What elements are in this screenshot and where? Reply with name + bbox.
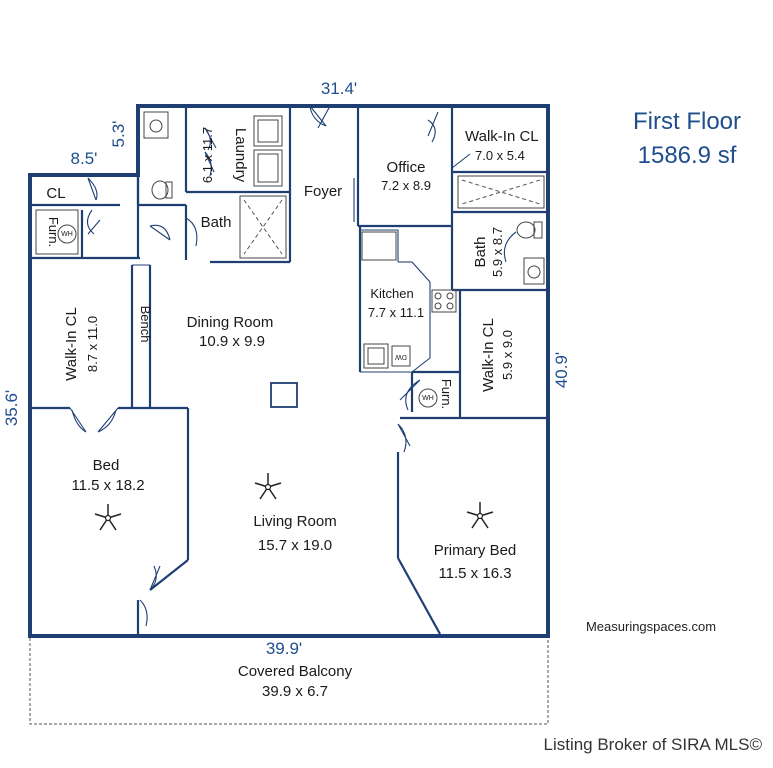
room-name: Bath [201, 214, 232, 231]
dimension-right: 40.9' [552, 352, 571, 388]
floor-title: First Floor [633, 108, 741, 135]
ceiling-fan-icon [466, 502, 494, 529]
dishwasher-label: DW [395, 353, 407, 360]
fixtures [35, 111, 545, 408]
dimension-left-step-width: 8.5' [71, 149, 98, 168]
room-size: 8.7 x 11.0 [85, 316, 100, 372]
room-name: Laundry [232, 128, 249, 183]
measuring-credit: Measuringspaces.com [586, 619, 716, 634]
room-name: Kitchen [370, 286, 413, 301]
room-name: Covered Balcony [238, 663, 353, 680]
room-size: 11.5 x 18.2 [71, 477, 144, 494]
room-size: 7.0 x 5.4 [475, 148, 525, 163]
dimension-left-step-height: 5.3' [109, 121, 128, 148]
room-name: Bath [472, 237, 489, 268]
room-name: CL [46, 185, 65, 202]
room-size: 11.5 x 16.3 [438, 565, 511, 582]
room-name: Foyer [304, 183, 342, 200]
room-name: Bed [93, 457, 120, 474]
room-name: Furn. [439, 379, 454, 409]
room-name: Walk-In CL [63, 307, 80, 381]
room-size: 10.9 x 9.9 [199, 333, 265, 350]
room-size: 7.2 x 8.9 [381, 178, 431, 193]
ceiling-fan-icon [254, 473, 282, 500]
room-size: 6.1 x 11.7 [200, 127, 215, 183]
water-heater-label: WH [61, 231, 73, 238]
dimension-top: 31.4' [321, 79, 357, 98]
room-name: Walk-In CL [480, 318, 497, 392]
dimension-left: 35.6' [2, 390, 21, 426]
water-heater-label: WH [422, 395, 434, 402]
room-size: 5.9 x 9.0 [500, 330, 515, 380]
ceiling-fan-icon [94, 504, 122, 531]
broker-watermark: Listing Broker of SIRA MLS© [543, 735, 762, 754]
room-size: 39.9 x 6.7 [262, 683, 328, 700]
room-name: Living Room [253, 513, 336, 530]
interior-walls [30, 106, 548, 636]
room-name: Furn. [46, 217, 61, 247]
floor-area: 1586.9 sf [638, 142, 737, 169]
doors [69, 105, 517, 627]
room-size: 7.7 x 11.1 [368, 305, 424, 320]
room-size: 5.9 x 8.7 [490, 227, 505, 277]
room-size: 15.7 x 19.0 [258, 537, 332, 554]
room-name: Dining Room [187, 314, 274, 331]
room-name: Office [387, 159, 426, 176]
covered-balcony [29, 638, 549, 725]
dimension-bottom: 39.9' [266, 639, 302, 658]
room-name: Primary Bed [434, 542, 517, 559]
room-name: Bench [138, 306, 153, 343]
room-name: Walk-In CL [465, 128, 539, 145]
